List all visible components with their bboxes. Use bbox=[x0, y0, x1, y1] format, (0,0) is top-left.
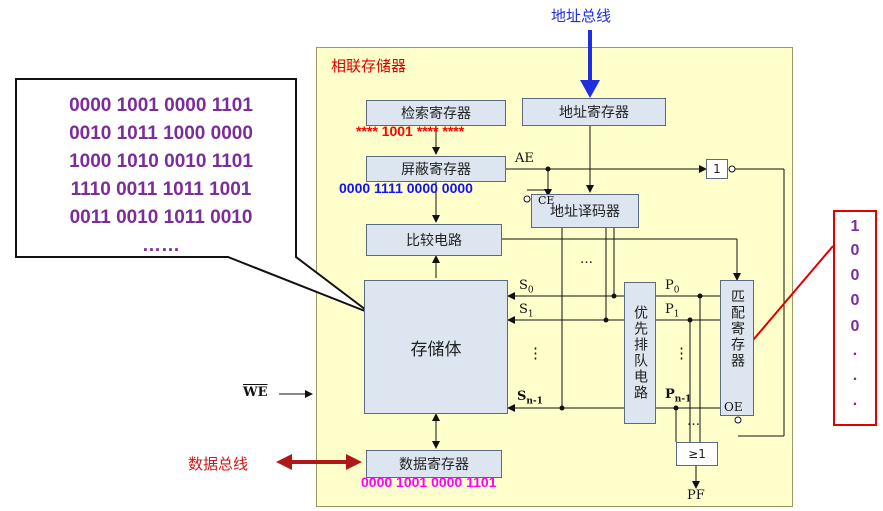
match-bit: 0 bbox=[850, 242, 860, 259]
match-bit: . bbox=[852, 392, 858, 409]
s0-letter: S bbox=[519, 278, 528, 293]
address-decoder-label: 地址译码器 bbox=[550, 204, 620, 220]
pn-letter: P bbox=[665, 387, 675, 402]
callout-line: 0011 0010 1011 0010 bbox=[69, 207, 253, 228]
callout-line: 1000 1010 0010 1101 bbox=[69, 151, 253, 172]
s1-label: S1 bbox=[519, 302, 534, 320]
match-bit: 0 bbox=[850, 318, 860, 335]
match-bit: 1 bbox=[850, 218, 860, 235]
data-value: 0000 1001 0000 1101 bbox=[361, 474, 497, 490]
s0-label: S0 bbox=[519, 278, 534, 296]
match-bits-box: 1 0 0 0 0 . . . bbox=[833, 210, 877, 426]
memory-array-label: 存储体 bbox=[410, 339, 462, 360]
data-bus-arrow bbox=[276, 454, 362, 470]
match-bit: . bbox=[852, 342, 858, 359]
data-register: 数据寄存器 bbox=[366, 450, 502, 478]
not-gate-label: 1 bbox=[713, 162, 721, 176]
ae-label: AE bbox=[515, 151, 534, 166]
callout-line: 1110 0011 1011 1001 bbox=[70, 179, 252, 200]
s-dots: ⋮ bbox=[528, 344, 543, 362]
match-bit: . bbox=[852, 367, 858, 384]
search-value: **** 1001 **** **** bbox=[356, 123, 465, 139]
sn-sub: n-1 bbox=[526, 396, 543, 407]
priority-circuit-label: 优先排队电路 bbox=[632, 305, 648, 401]
pf-label: PF bbox=[687, 488, 705, 503]
callout-line: 0010 1011 1000 0000 bbox=[69, 123, 253, 144]
p1-letter: P bbox=[665, 302, 674, 317]
match-bit: 0 bbox=[850, 267, 860, 284]
or-gate: ≥1 bbox=[676, 442, 718, 466]
callout-contents: 0000 1001 0000 1101 0010 1011 1000 0000 … bbox=[26, 92, 296, 260]
ce-label: CE bbox=[538, 194, 555, 207]
pn-label: Pn-1 bbox=[665, 387, 691, 405]
data-register-label: 数据寄存器 bbox=[399, 457, 469, 473]
data-bus-label: 数据总线 bbox=[188, 455, 249, 473]
oe-label: OE bbox=[724, 400, 743, 414]
decoder-dots: … bbox=[580, 252, 593, 267]
sn-letter: S bbox=[517, 389, 527, 404]
p0-label: P0 bbox=[665, 278, 679, 296]
search-register: 检索寄存器 bbox=[366, 100, 506, 126]
p0-letter: P bbox=[665, 278, 674, 293]
or-gate-label: ≥1 bbox=[688, 447, 706, 461]
memory-array: 存储体 bbox=[364, 280, 508, 414]
s1-sub: 1 bbox=[527, 309, 534, 320]
callout-line: 0000 1001 0000 1101 bbox=[69, 95, 253, 116]
pn-sub: n-1 bbox=[674, 394, 692, 405]
mask-value: 0000 1111 0000 0000 bbox=[339, 180, 473, 196]
match-bit: 0 bbox=[850, 292, 860, 309]
match-register-label: 匹配寄存器 bbox=[729, 289, 745, 369]
mask-register: 屏蔽寄存器 bbox=[366, 156, 506, 182]
s0-sub: 0 bbox=[527, 285, 534, 296]
we-label: WE bbox=[243, 385, 268, 400]
address-bus-label: 地址总线 bbox=[551, 7, 612, 25]
not-gate: 1 bbox=[706, 159, 728, 179]
p0-sub: 0 bbox=[673, 285, 680, 296]
cam-title: 相联存储器 bbox=[331, 57, 407, 75]
p1-sub: 1 bbox=[673, 309, 680, 320]
match-register: 匹配寄存器 bbox=[720, 280, 754, 416]
p1-label: P1 bbox=[665, 302, 679, 320]
search-register-label: 检索寄存器 bbox=[401, 106, 471, 122]
address-decoder: 地址译码器 bbox=[531, 194, 639, 228]
p-dots: ⋮ bbox=[674, 344, 689, 362]
mask-register-label: 屏蔽寄存器 bbox=[401, 162, 471, 178]
priority-circuit: 优先排队电路 bbox=[624, 282, 656, 424]
address-register: 地址寄存器 bbox=[522, 98, 666, 126]
callout-line: …… bbox=[142, 235, 180, 256]
s1-letter: S bbox=[519, 302, 528, 317]
sn-label: Sn-1 bbox=[517, 389, 543, 407]
address-register-label: 地址寄存器 bbox=[559, 105, 629, 121]
compare-circuit-label: 比较电路 bbox=[406, 233, 462, 249]
address-bus-arrow bbox=[580, 30, 600, 98]
gate-input-dots: … bbox=[687, 414, 700, 429]
compare-circuit: 比较电路 bbox=[366, 224, 502, 256]
